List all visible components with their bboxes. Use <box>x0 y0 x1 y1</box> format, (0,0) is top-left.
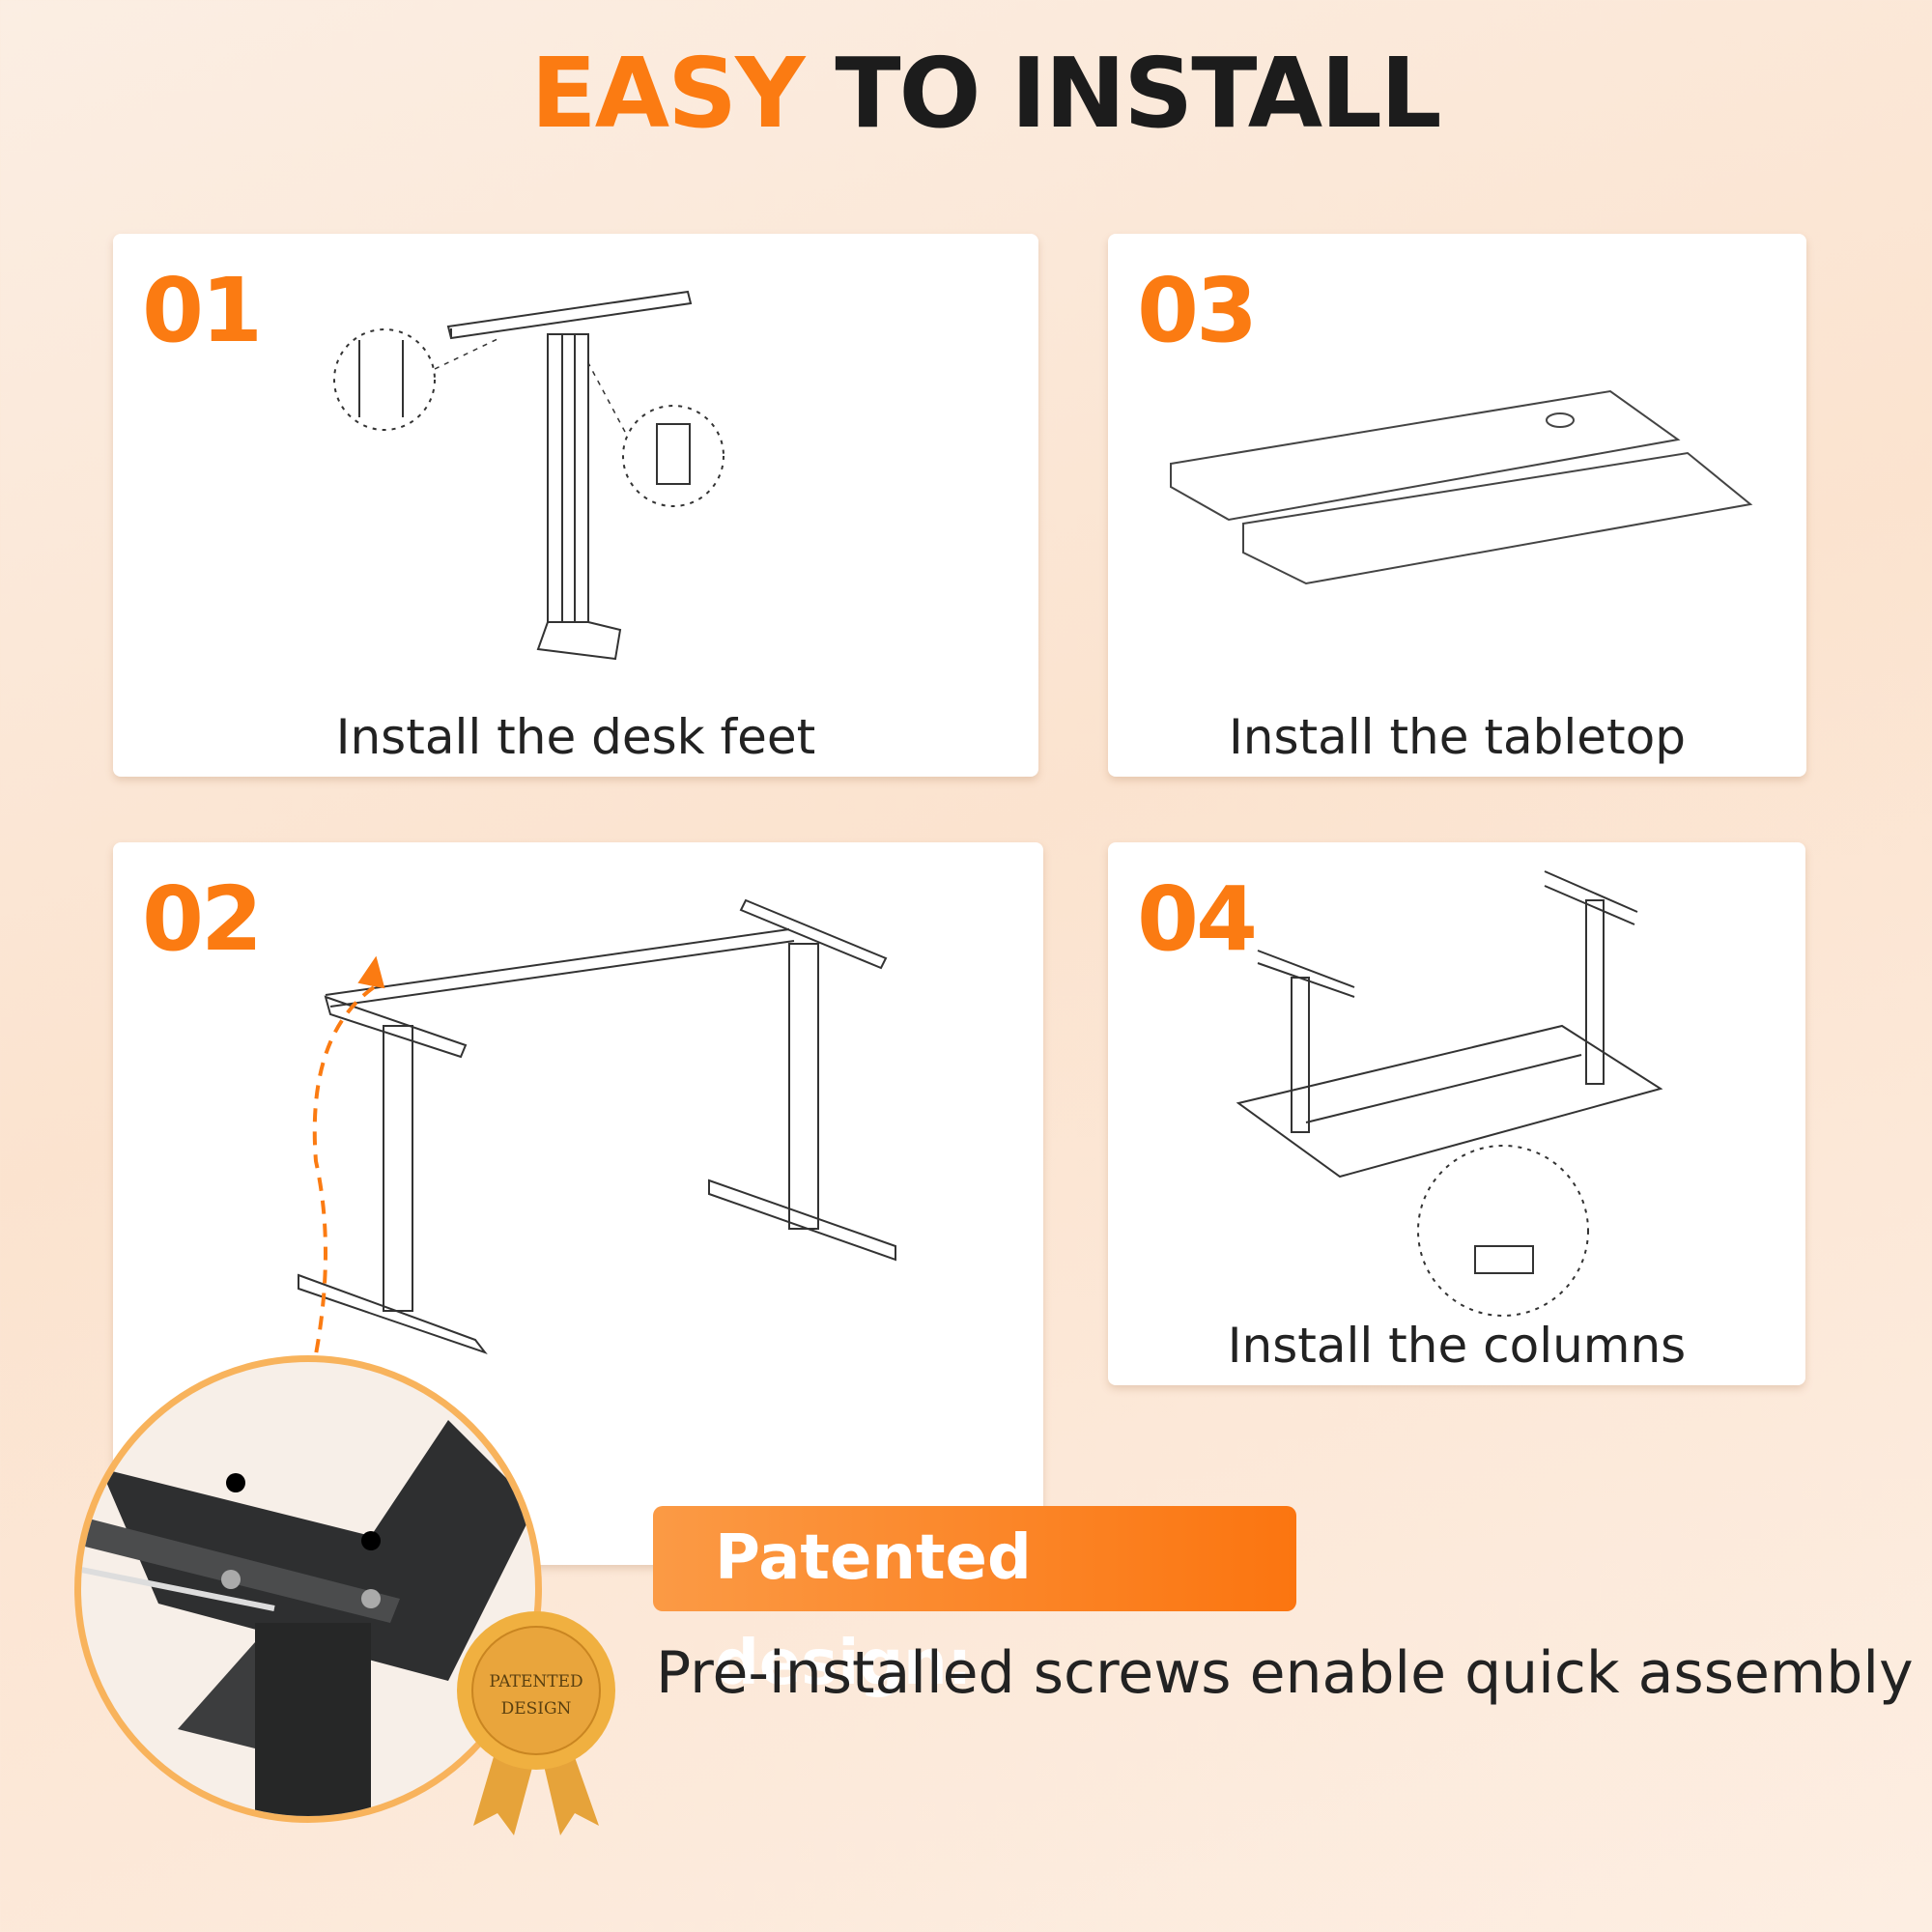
desk-foot-illustration <box>333 290 724 661</box>
title-rest: TO INSTALL <box>803 37 1441 150</box>
step-card-04: 04 Install the columns <box>1108 842 1805 1385</box>
tabletop-illustration <box>1170 389 1753 585</box>
badge-line1: PATENTED <box>489 1672 583 1691</box>
step-card-03: 03 Install the tabletop <box>1108 234 1806 777</box>
desk-frame-illustration <box>298 898 896 1355</box>
page-title: EASY TO INSTALL <box>0 37 1932 150</box>
columns-illustration <box>1236 870 1663 1317</box>
step-caption: Install the columns <box>1227 1318 1687 1374</box>
step-caption: Install the desk feet <box>335 709 816 765</box>
step-number: 02 <box>142 867 263 971</box>
patented-design-label: Patented design: <box>653 1506 1296 1699</box>
step-card-01: 01 Install the desk feet <box>113 234 1038 777</box>
feature-description: Pre-installed screws enable quick assemb… <box>656 1639 1914 1707</box>
step-number: 04 <box>1137 867 1258 971</box>
detail-photo-circle <box>74 1355 542 1823</box>
step-number: 03 <box>1137 259 1258 362</box>
step-caption: Install the tabletop <box>1229 709 1686 765</box>
step-card-02: 02 <box>113 842 1043 1565</box>
badge-line2: DESIGN <box>500 1699 572 1719</box>
frame-closeup-image <box>81 1420 535 1816</box>
step-number: 01 <box>142 259 263 362</box>
patented-design-badge: PATENTED DESIGN <box>454 1608 618 1840</box>
title-accent: EASY <box>530 37 805 150</box>
